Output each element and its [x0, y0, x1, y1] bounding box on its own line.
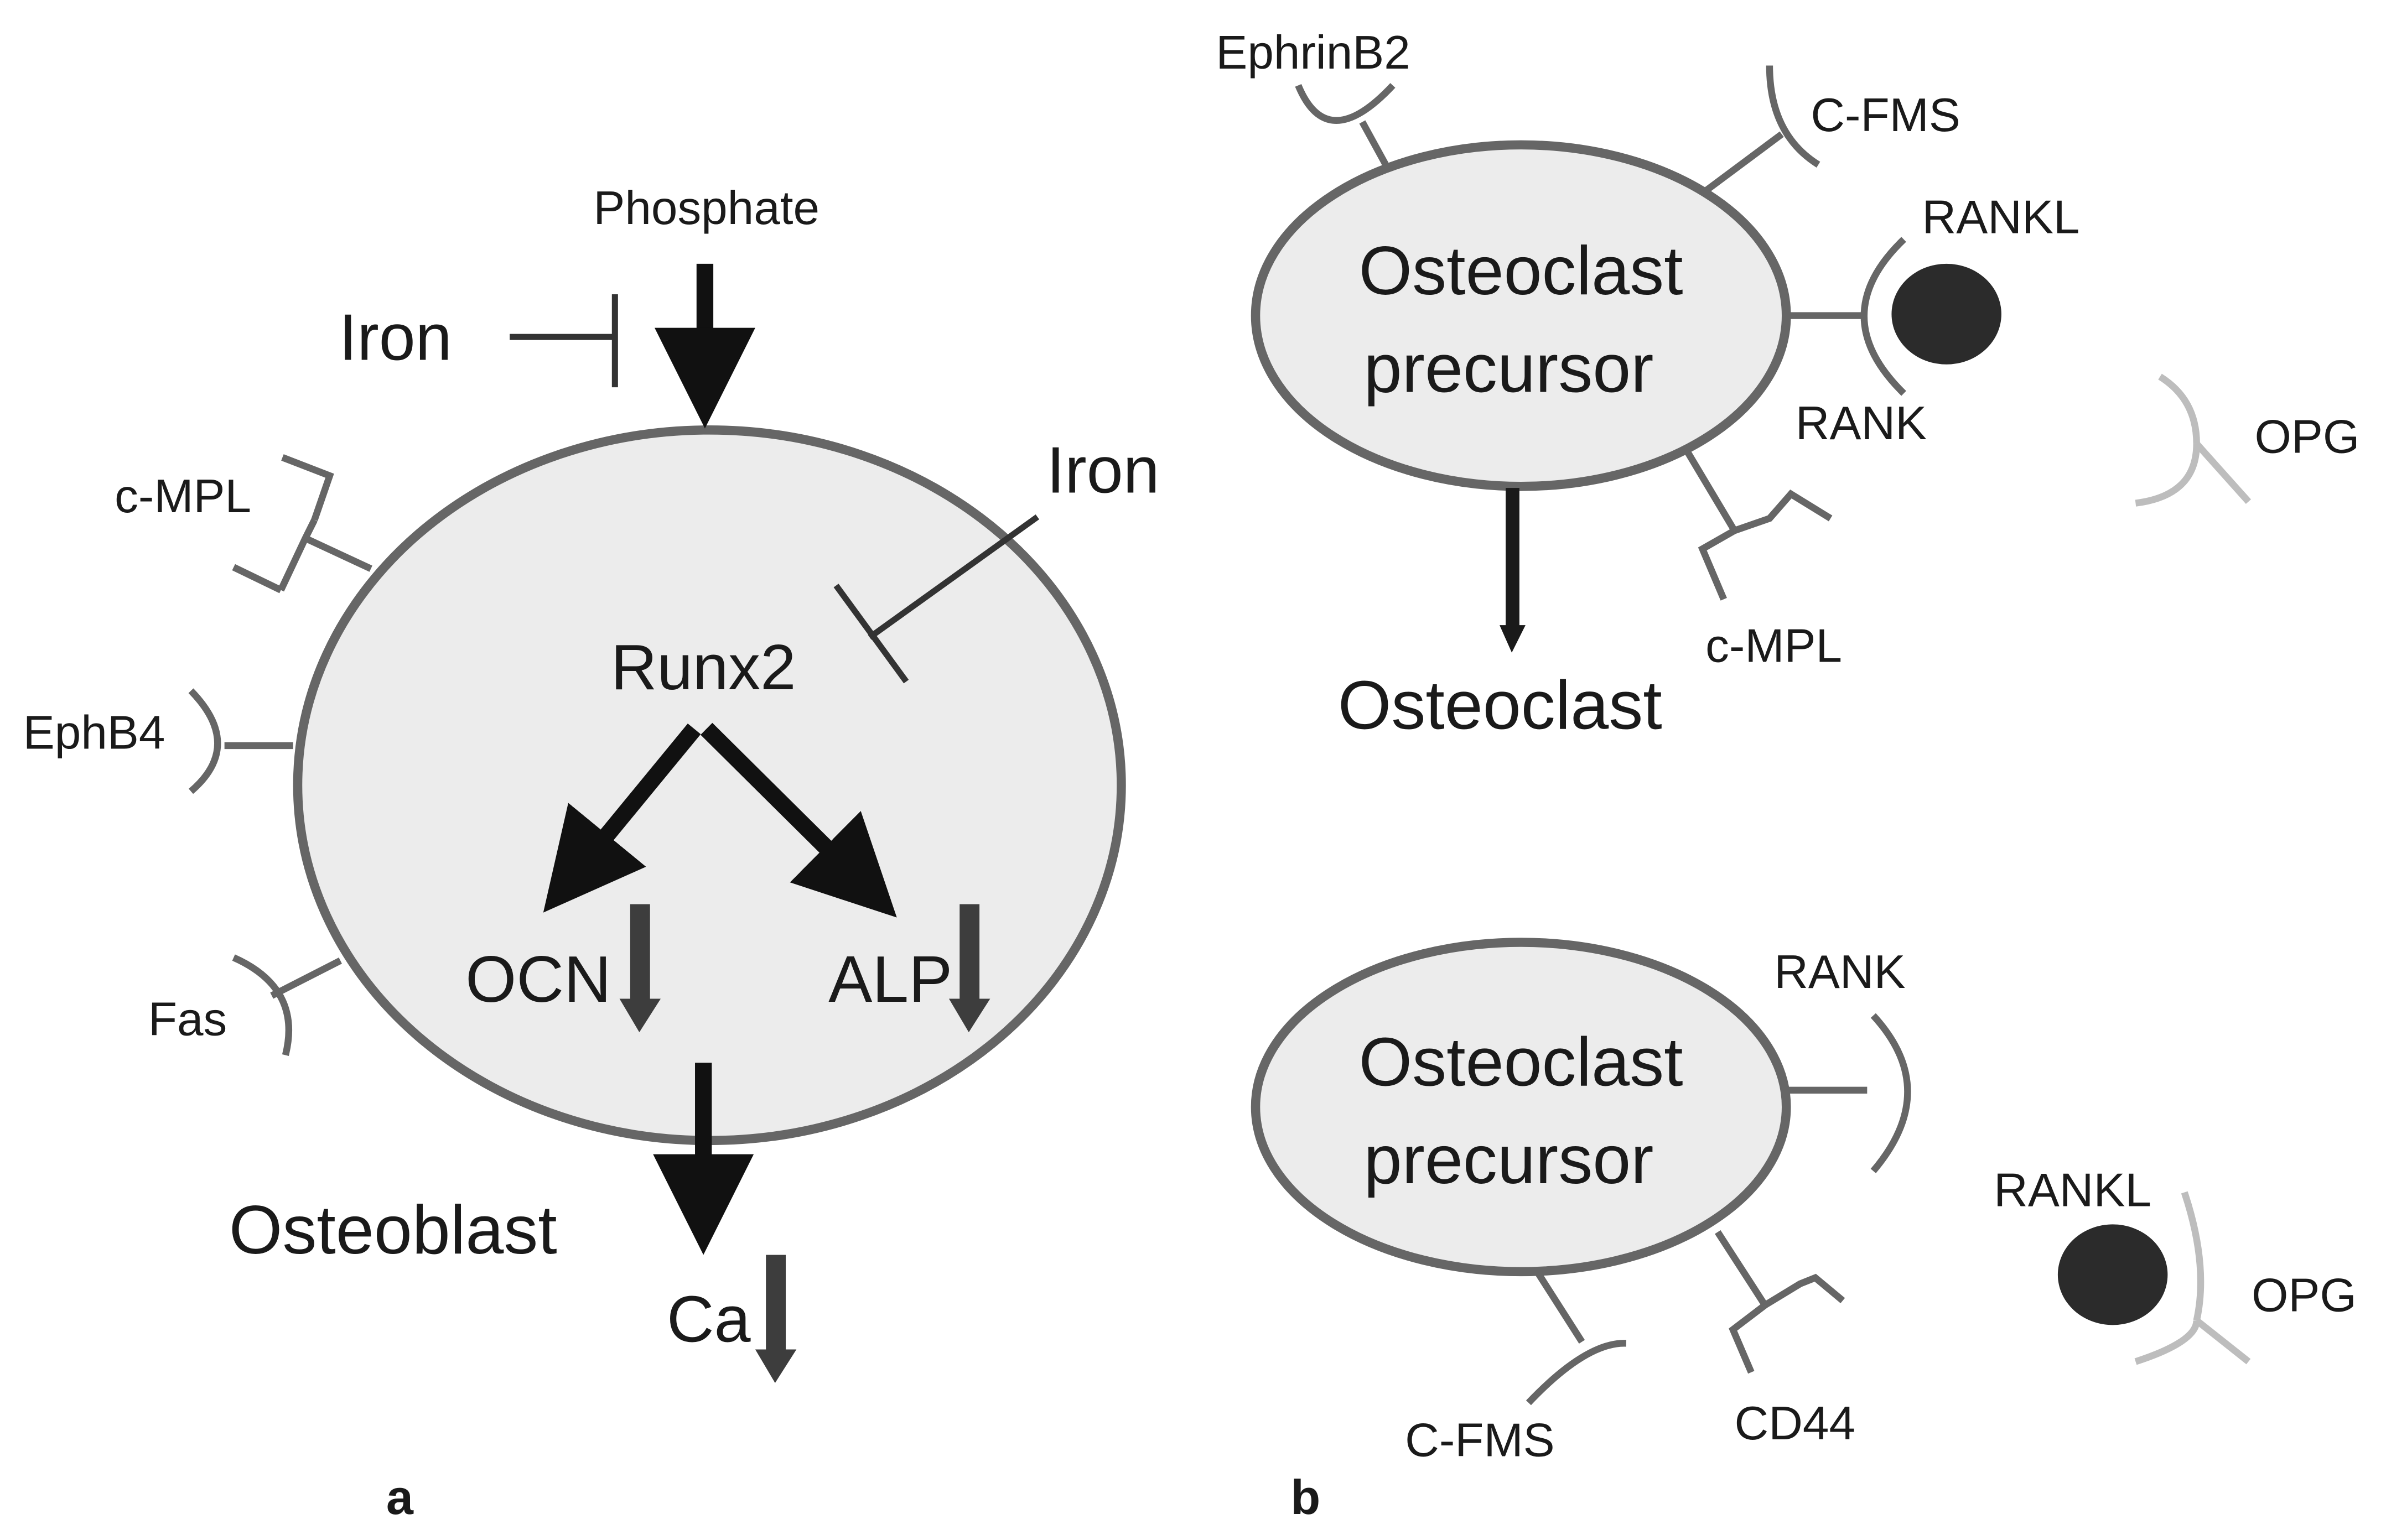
- panel-b-label: b: [1290, 1470, 1320, 1525]
- c-mpl-label-top: c-MPL: [1705, 620, 1842, 672]
- runx2-label: Runx2: [611, 631, 796, 703]
- panel-b-bottom: Osteoclast precursor RANK RANKL OPG C-FM…: [1251, 938, 2357, 1525]
- ocn-label: OCN: [465, 943, 611, 1016]
- rankl-ligand-top: [1891, 263, 2001, 365]
- c-mpl-receptor-top: [1684, 449, 1833, 601]
- osteoclast-precursor-cell-bottom: [1251, 938, 1791, 1277]
- iron-inside-inhibition: [833, 514, 1040, 684]
- osteoclast-precursor-cell-top: [1251, 140, 1791, 491]
- precursor-bottom-line1: Osteoclast: [1359, 1024, 1683, 1101]
- c-fms-label-top: C-FMS: [1811, 89, 1960, 142]
- ephb4-receptor: [188, 688, 293, 794]
- osteoblast-label: Osteoblast: [229, 1192, 557, 1268]
- alp-label: ALP: [828, 943, 952, 1016]
- runx2-to-ocn-arrow: [543, 723, 701, 913]
- rankl-label-top: RANKL: [1922, 191, 2080, 244]
- cd44-label: CD44: [1735, 1397, 1855, 1450]
- ephrinb2-label: EphrinB2: [1216, 27, 1410, 79]
- differentiation-arrow: [1500, 488, 1526, 653]
- runx2-to-alp-arrow: [701, 722, 897, 918]
- iron-inside-label: Iron: [1046, 434, 1159, 507]
- c-mpl-receptor: [232, 454, 372, 594]
- c-mpl-label-a: c-MPL: [115, 470, 251, 523]
- cd44-receptor: [1715, 1230, 1845, 1374]
- iron-outside-inhibition: [510, 294, 618, 388]
- rank-receptor-top: [1786, 237, 1906, 396]
- fas-receptor: [232, 954, 342, 1056]
- opg-label-top: OPG: [2254, 411, 2359, 464]
- c-fms-label-bottom: C-FMS: [1405, 1414, 1555, 1466]
- ca-decrease-arrow: [755, 1255, 797, 1383]
- precursor-top-line1: Osteoclast: [1359, 233, 1683, 309]
- c-fms-receptor-bottom: [1526, 1268, 1627, 1406]
- osteoclast-label: Osteoclast: [1338, 668, 1662, 744]
- c-fms-receptor-top: [1702, 65, 1820, 195]
- fas-label: Fas: [148, 993, 227, 1046]
- ephb4-label: EphB4: [23, 706, 165, 759]
- opg-receptor-bottom: [2134, 1191, 2251, 1365]
- osteoblast-cell: [293, 425, 1126, 1146]
- ocn-decrease-arrow: [619, 904, 661, 1033]
- rankl-label-bottom: RANKL: [1994, 1164, 2151, 1216]
- panel-a: Phosphate Iron Iron Runx2 OCN ALP: [23, 182, 1160, 1525]
- iron-outside-label: Iron: [339, 301, 452, 374]
- precursor-bottom-line2: precursor: [1364, 1122, 1654, 1198]
- rank-label-bottom: RANK: [1774, 946, 1905, 998]
- alp-decrease-arrow: [948, 904, 990, 1033]
- precursor-top-line2: precursor: [1364, 330, 1654, 407]
- opg-receptor-top: [2135, 373, 2252, 507]
- panel-b-top: Osteoclast precursor Osteoclast EphrinB2…: [1216, 27, 2359, 744]
- rank-label-top: RANK: [1796, 397, 1927, 450]
- panel-a-label: a: [386, 1470, 414, 1525]
- rank-receptor-bottom: [1786, 1013, 1911, 1173]
- ca-label: Ca: [667, 1283, 751, 1356]
- opg-label-bottom: OPG: [2252, 1270, 2357, 1322]
- ephrinb2-receptor: [1295, 83, 1396, 171]
- phosphate-label: Phosphate: [593, 182, 819, 235]
- rankl-ligand-bottom: [2057, 1224, 2168, 1325]
